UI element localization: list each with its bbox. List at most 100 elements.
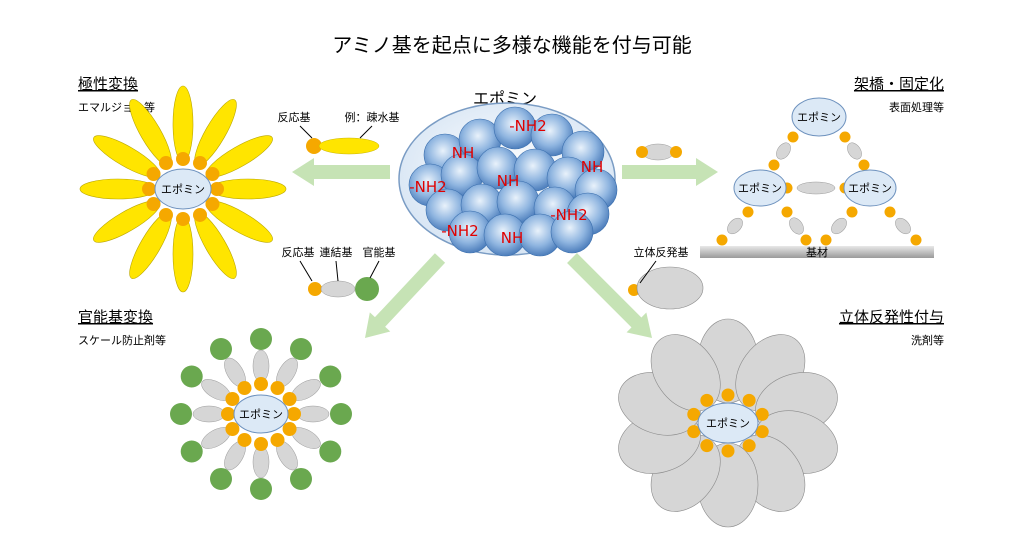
reactive-dot	[210, 182, 224, 196]
linker-segment	[895, 217, 911, 235]
reactive-dot	[237, 432, 252, 447]
functional-group	[180, 365, 203, 388]
legend-reactive-group-2: 反応基	[282, 245, 315, 259]
epomin-node	[154, 168, 212, 210]
panel-functional-example: スケール防止剤等	[78, 333, 166, 347]
reactive-dot	[858, 159, 870, 171]
functional-group	[290, 338, 312, 361]
arrow-right	[622, 158, 718, 186]
epomin-node-label: エポミン	[738, 182, 782, 195]
hydrophobic-petal	[172, 215, 194, 293]
substrate-label: 基材	[806, 245, 828, 259]
reactive-dot	[193, 156, 207, 171]
gray-flower: エポミン	[618, 318, 838, 528]
reactive-dot	[716, 234, 728, 246]
reactive-dot	[884, 206, 896, 218]
reactive-dot	[225, 422, 240, 436]
epomin-node	[697, 402, 759, 444]
reactive-dot	[254, 377, 268, 391]
epomin-node	[843, 169, 897, 207]
reactive-dot	[781, 206, 793, 218]
linker-segment	[796, 181, 836, 195]
legend-reactive-dot	[306, 138, 322, 154]
panel-crosslink-title: 架橋・固定化	[854, 75, 944, 93]
amine-label: -NH2	[509, 117, 546, 135]
reactive-dot	[176, 152, 190, 166]
functional-group	[319, 365, 342, 388]
linker-segment	[831, 217, 847, 235]
reactive-dot	[270, 381, 285, 396]
reactive-dot	[820, 234, 832, 246]
legend-functional-group: 官能基	[363, 245, 396, 259]
reactive-dot	[846, 206, 858, 218]
reactive-dot	[176, 212, 190, 226]
epomin-node-label: エポミン	[239, 408, 283, 421]
amine-label: NH	[497, 172, 520, 190]
functional-group	[210, 338, 232, 361]
epomin-node-label: エポミン	[797, 111, 841, 124]
legend-icons	[299, 125, 704, 310]
panel-crosslink-example: 表面処理等	[889, 100, 944, 114]
reactive-dot	[205, 167, 220, 181]
functional-group	[180, 440, 203, 463]
legend-reactive-dot	[308, 282, 322, 296]
legend-pointer	[369, 260, 380, 279]
linker-segment	[847, 142, 862, 160]
reactive-dot	[270, 432, 285, 447]
reactive-dot	[146, 167, 161, 181]
linker-segment	[192, 405, 226, 423]
reactive-dot	[787, 131, 799, 143]
page-title: アミノ基を起点に多様な機能を付与可能	[332, 33, 692, 57]
legend-functional	[355, 277, 379, 301]
reactive-dot	[237, 381, 252, 396]
linker-segment	[296, 405, 330, 423]
functional-group	[170, 403, 192, 425]
reactive-dot	[687, 407, 701, 421]
functional-group	[250, 478, 272, 500]
legend-pointer	[299, 125, 313, 139]
reactive-dot	[225, 392, 240, 406]
reactive-dot	[159, 156, 173, 171]
amine-label: -NH2	[441, 222, 478, 240]
legend-pointer	[359, 125, 373, 139]
reactive-dot	[800, 234, 812, 246]
hydrophobic-petal	[172, 85, 194, 163]
functional-group	[250, 328, 272, 350]
epomin-node-label: エポミン	[161, 183, 205, 196]
amine-label: NH	[452, 144, 475, 162]
amine-label: -NH2	[550, 206, 587, 224]
linker-segment	[727, 217, 743, 235]
legend-linker	[320, 280, 356, 298]
epomin-node	[791, 97, 847, 137]
legend-reactive-dot	[670, 146, 682, 158]
reactive-dot	[755, 425, 769, 439]
reactive-dot	[768, 159, 780, 171]
reactive-dot	[755, 407, 769, 421]
epomin-node-label: エポミン	[706, 417, 750, 430]
reactive-dot	[193, 207, 207, 222]
reactive-dot	[721, 444, 735, 458]
arrows	[292, 158, 718, 338]
reactive-dot	[700, 439, 714, 453]
legend-steric	[636, 266, 704, 310]
amine-label: NH	[581, 158, 604, 176]
sphere	[550, 210, 594, 254]
functional-group	[319, 440, 342, 463]
crosslink-network: 基材エポミンエポミンエポミン	[700, 97, 934, 259]
legend-linker-group: 連結基	[320, 245, 353, 259]
reactive-dot	[721, 388, 735, 402]
legend-pointer	[299, 260, 313, 282]
substrate-bar	[700, 246, 934, 258]
linker-segment	[789, 217, 804, 235]
arrow-down-right	[567, 253, 652, 338]
reactive-dot	[742, 393, 756, 407]
reactive-dot	[839, 131, 851, 143]
reactive-dot	[742, 439, 756, 453]
reactive-dot	[221, 407, 235, 421]
functional-group	[330, 403, 352, 425]
legend-steric-group: 立体反発基	[634, 245, 689, 259]
amine-label: -NH2	[409, 178, 446, 196]
